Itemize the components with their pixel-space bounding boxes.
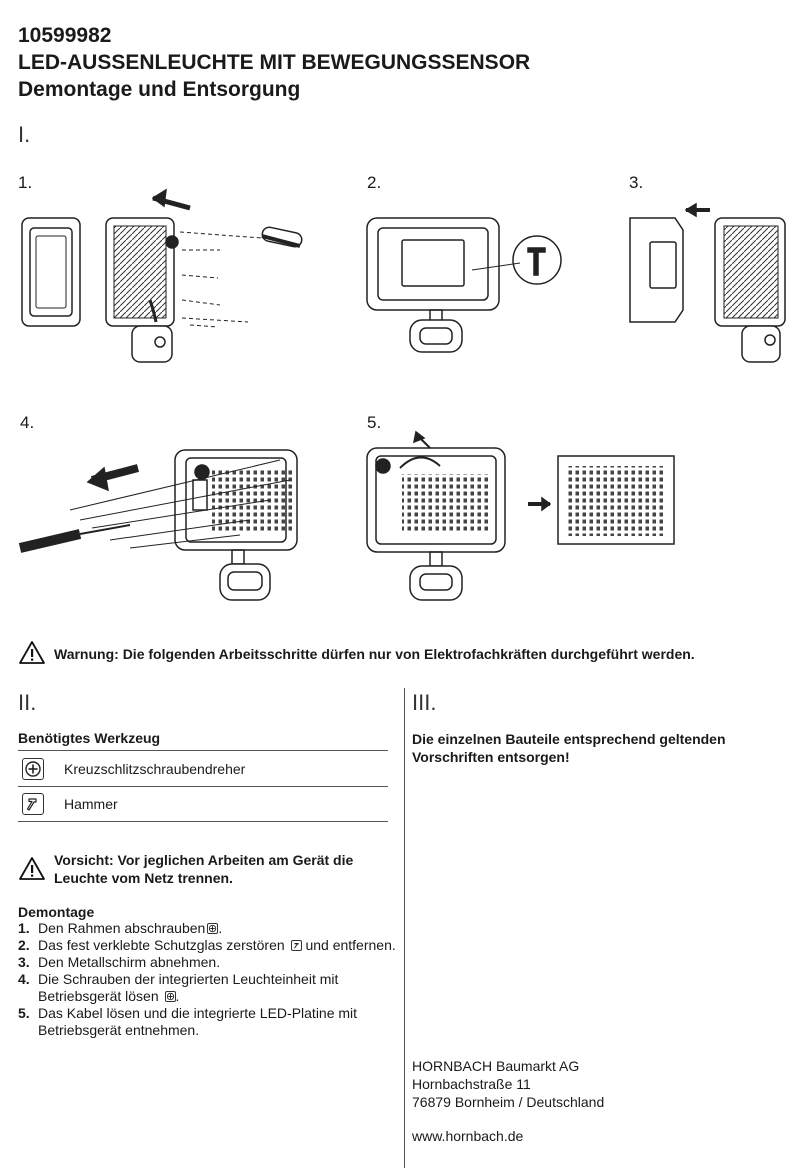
demontage-step: 2.Das fest verklebte Schutzglas zerstöre…	[18, 937, 396, 953]
tools-title: Benötigtes Werkzeug	[18, 730, 161, 746]
phillips-icon	[207, 923, 219, 934]
tool-label-hammer: Hammer	[64, 796, 118, 812]
section-one-label: I.	[18, 122, 31, 147]
warning-icon	[19, 641, 45, 664]
phillips-icon	[164, 991, 176, 1002]
demontage-step: 1.Den Rahmen abschrauben.	[18, 920, 223, 936]
disposal-text: Die einzelnen Bauteile entsprechend gelt…	[412, 731, 726, 765]
hammer-icon	[290, 940, 302, 951]
figure-5-label: 5.	[367, 413, 382, 432]
tool-label-screwdriver: Kreuzschlitzschraubendreher	[64, 761, 246, 777]
disassembly-illustrations	[18, 188, 786, 601]
column-divider	[404, 688, 405, 1168]
company-city: 76879 Bornheim / Deutschland	[412, 1094, 605, 1110]
figure-3-remove-shield	[629, 202, 786, 363]
figure-2-label: 2.	[367, 173, 382, 192]
figure-2-break-glass	[366, 217, 562, 353]
demontage-step: 3.Den Metallschirm abnehmen.	[18, 954, 221, 970]
demontage-step: 5.Das Kabel lösen und die integrierte LE…	[18, 1005, 358, 1038]
demontage-title: Demontage	[18, 904, 95, 920]
figure-4-label: 4.	[20, 413, 35, 432]
warning-text: Warnung: Die folgenden Arbeitsschritte d…	[54, 646, 695, 662]
page-subtitle: Demontage und Entsorgung	[18, 78, 301, 101]
figure-1-frame-removal	[21, 188, 303, 363]
caution-text: Vorsicht: Vor jeglichen Arbeiten am Gerä…	[54, 852, 354, 886]
article-number: 10599982	[18, 24, 112, 47]
tools-top-rule	[18, 750, 388, 751]
company-name: HORNBACH Baumarkt AG	[412, 1058, 580, 1074]
product-title: LED-AUSSENLEUCHTE MIT BEWEGUNGSSENSOR	[18, 51, 531, 74]
demontage-step: 4.Die Schrauben der integrierten Leuchte…	[18, 971, 339, 1004]
tool-row-screwdriver: Kreuzschlitzschraubendreher	[18, 753, 388, 787]
caution-warning-icon	[19, 857, 45, 880]
company-website[interactable]: www.hornbach.de	[412, 1128, 524, 1144]
demontage-steps: 1.Den Rahmen abschrauben. 2.Das fest ver…	[18, 920, 398, 1039]
phillips-screwdriver-icon	[22, 758, 44, 780]
figure-1-label: 1.	[18, 173, 33, 192]
hammer-icon	[22, 793, 44, 815]
figure-5-remove-led-board	[366, 430, 675, 601]
tool-row-hammer: Hammer	[18, 788, 388, 822]
company-street: Hornbachstraße 11	[412, 1076, 531, 1092]
section-three-label: III.	[412, 690, 437, 715]
figure-3-label: 3.	[629, 173, 644, 192]
figure-4-unscrew-unit	[18, 449, 298, 601]
section-two-label: II.	[18, 690, 37, 715]
